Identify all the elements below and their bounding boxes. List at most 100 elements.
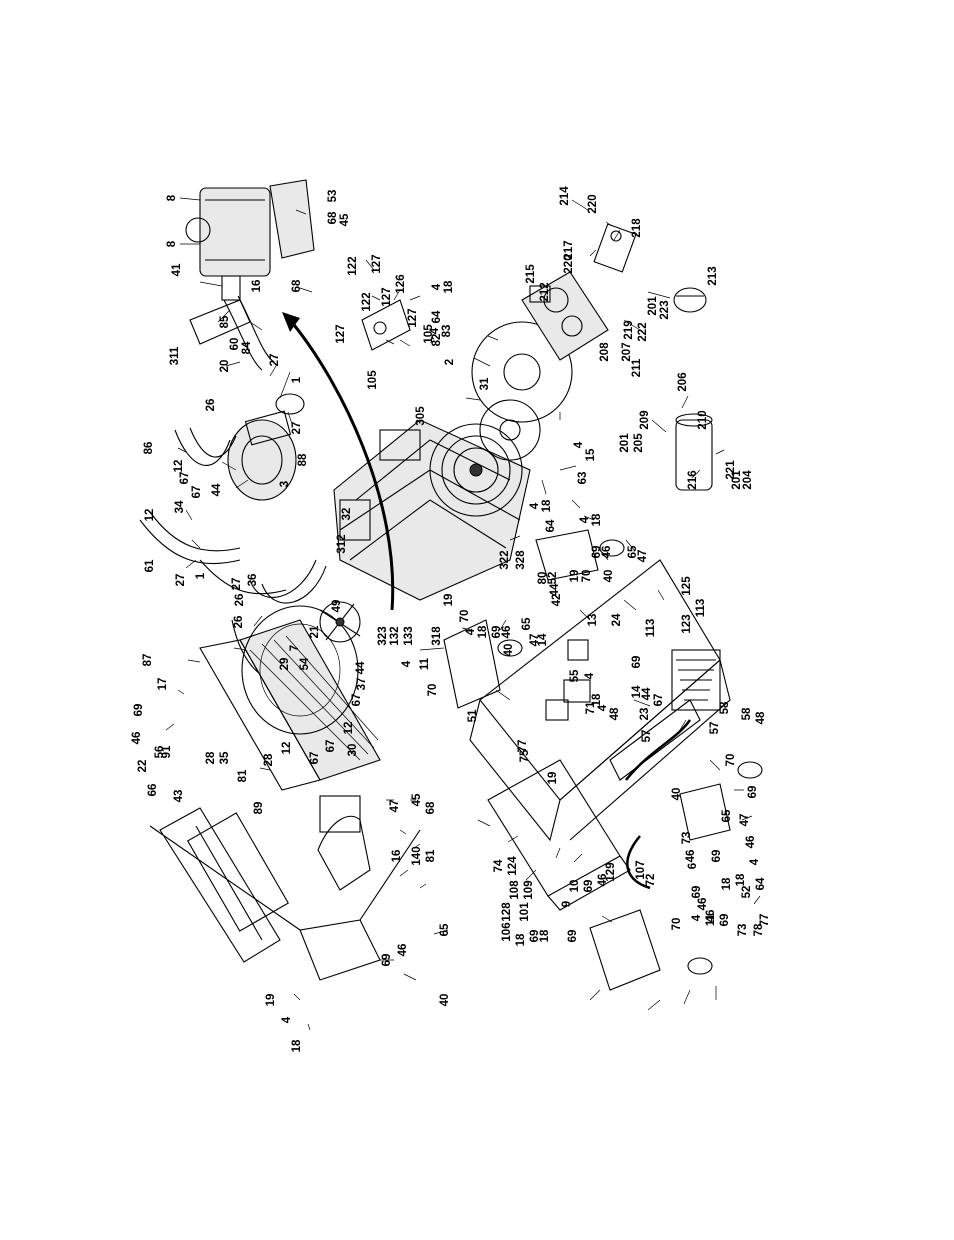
- callout-12: 12: [281, 742, 293, 755]
- callout-70: 70: [427, 684, 439, 697]
- callout-19: 19: [569, 570, 581, 583]
- callout-27: 27: [291, 422, 303, 435]
- callout-44: 44: [355, 661, 367, 674]
- callout-125: 125: [681, 576, 693, 596]
- hood-support: [317, 795, 371, 891]
- callout-41: 41: [171, 263, 183, 276]
- callout-69: 69: [529, 930, 541, 943]
- exhaust-pipe: [189, 295, 275, 371]
- callout-18: 18: [443, 280, 455, 293]
- callout-57: 57: [709, 722, 721, 735]
- callout-218: 218: [631, 218, 643, 238]
- callout-322: 322: [499, 550, 511, 569]
- callout-67: 67: [179, 472, 191, 485]
- callout-8: 8: [166, 194, 178, 201]
- callout-216: 216: [687, 470, 699, 489]
- callout-91: 91: [161, 745, 173, 758]
- callout-48: 48: [609, 707, 621, 720]
- callout-209: 209: [639, 410, 651, 429]
- callout-211: 211: [631, 358, 643, 377]
- callout-67: 67: [653, 694, 665, 707]
- callout-124: 124: [507, 856, 519, 876]
- callout-34: 34: [174, 500, 186, 513]
- callout-4: 4: [465, 628, 477, 635]
- callout-215: 215: [525, 264, 537, 284]
- hydraulic-filter: [675, 413, 713, 491]
- callout-69: 69: [691, 886, 703, 899]
- callout-11: 11: [705, 913, 717, 926]
- callout-4: 4: [281, 1016, 293, 1023]
- throttle-bracket: [361, 299, 411, 351]
- callout-122: 122: [361, 292, 373, 311]
- callout-24: 24: [611, 613, 623, 626]
- callout-221: 221: [725, 460, 737, 480]
- callout-29: 29: [279, 658, 291, 671]
- drive-plate: [471, 321, 573, 423]
- muffler: [185, 187, 271, 301]
- callout-77: 77: [517, 740, 529, 753]
- callout-64: 64: [755, 877, 767, 890]
- callout-201: 201: [647, 296, 659, 316]
- callout-44: 44: [641, 687, 653, 700]
- callout-217: 217: [563, 240, 575, 259]
- callout-69: 69: [719, 914, 731, 927]
- callout-30: 30: [347, 744, 359, 757]
- callout-26: 26: [205, 399, 217, 412]
- callout-210: 210: [697, 410, 709, 429]
- callout-67: 67: [191, 486, 203, 499]
- callout-7: 7: [289, 645, 301, 651]
- callout-219: 219: [623, 320, 635, 339]
- callout-15: 15: [585, 448, 597, 461]
- callout-65: 65: [521, 617, 533, 630]
- callout-67: 67: [351, 694, 363, 707]
- callout-73: 73: [681, 832, 693, 845]
- callout-69: 69: [567, 930, 579, 943]
- callout-9: 9: [561, 901, 573, 907]
- callout-305: 305: [415, 406, 427, 426]
- callout-109: 109: [523, 880, 535, 899]
- callout-129: 129: [605, 862, 617, 881]
- callout-128: 128: [501, 902, 513, 922]
- callout-26: 26: [233, 616, 245, 629]
- callout-68: 68: [425, 801, 437, 814]
- callout-208: 208: [599, 342, 611, 362]
- callout-11: 11: [419, 657, 431, 670]
- callout-71: 71: [585, 701, 597, 714]
- callout-46: 46: [597, 874, 609, 887]
- callout-81: 81: [425, 849, 437, 862]
- callout-328: 328: [515, 550, 527, 570]
- callout-27: 27: [175, 574, 187, 587]
- callout-214: 214: [559, 186, 571, 206]
- callout-31: 31: [479, 377, 491, 390]
- support-strap: [609, 699, 701, 781]
- callout-40: 40: [503, 644, 515, 657]
- callout-206: 206: [677, 372, 689, 391]
- callout-46: 46: [697, 898, 709, 911]
- callout-17: 17: [157, 678, 169, 691]
- callout-4: 4: [431, 283, 443, 290]
- callout-47: 47: [389, 800, 401, 813]
- callout-66: 66: [147, 784, 159, 797]
- hydraulic-pump: [521, 271, 609, 361]
- callout-40: 40: [439, 994, 451, 1007]
- callout-1: 1: [195, 572, 207, 579]
- callout-18: 18: [735, 873, 747, 886]
- callout-36: 36: [247, 574, 259, 587]
- callout-101: 101: [519, 902, 531, 922]
- callout-87: 87: [142, 654, 154, 667]
- callout-48: 48: [755, 711, 767, 724]
- callout-63: 63: [577, 472, 589, 485]
- callout-205: 205: [633, 433, 645, 453]
- callout-2: 2: [444, 359, 456, 365]
- callout-4: 4: [597, 704, 609, 711]
- battery-box: [487, 759, 631, 911]
- callout-140: 140: [411, 846, 423, 865]
- callout-80: 80: [537, 572, 549, 585]
- callout-19: 19: [443, 594, 455, 607]
- callout-26: 26: [234, 594, 246, 607]
- callout-69: 69: [631, 656, 643, 669]
- hinge-arrows: [625, 719, 692, 890]
- callout-51: 51: [467, 709, 479, 722]
- callout-213: 213: [707, 266, 719, 285]
